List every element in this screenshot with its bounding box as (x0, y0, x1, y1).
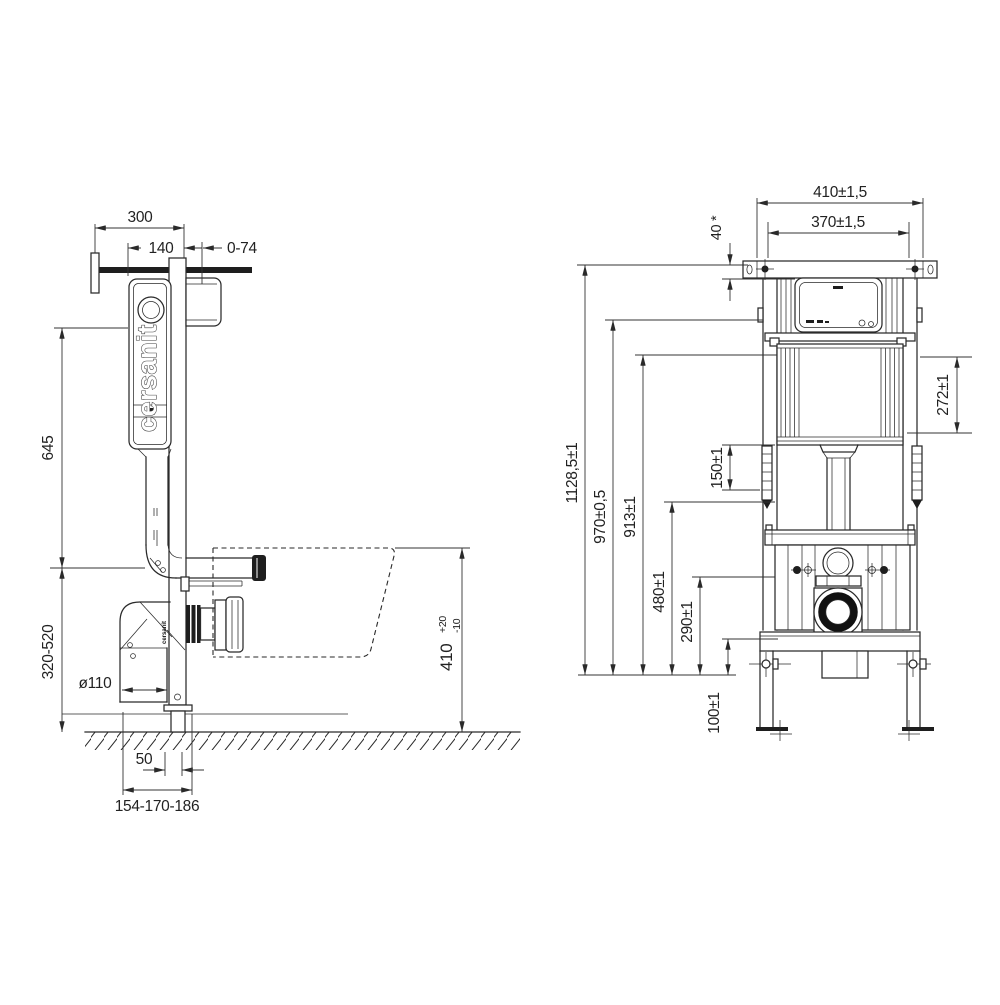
svg-text:-10: -10 (451, 618, 463, 633)
side-view: cersanit (40, 209, 521, 815)
leg-bolt-left (749, 652, 791, 677)
svg-text:913±1: 913±1 (622, 496, 639, 538)
dim-645: 645 (40, 327, 145, 569)
svg-text:970±0,5: 970±0,5 (592, 490, 609, 544)
bowl-mounting-studs (791, 563, 890, 577)
bracket-hole-left (746, 264, 753, 275)
dim-1128: 1128,5±1 (564, 264, 743, 676)
dim-0-74: 0-74 (203, 240, 258, 257)
dim-480: 480±1 (651, 501, 775, 675)
svg-text:40 *: 40 * (709, 215, 725, 240)
dim-410-width: 410±1,5 (756, 184, 924, 258)
mid-crossbar (764, 524, 916, 546)
dim-320-520: 320-520 (40, 568, 65, 732)
cistern-front (769, 337, 907, 446)
flush-valve-pipe (819, 444, 859, 531)
dim-300: 300 (94, 209, 185, 258)
drain-connector (186, 596, 244, 653)
toilet-bowl-outline (212, 547, 395, 658)
front-view: 410±1,5 370±1,5 40 * 1128,5±1 970±0,5 (564, 184, 972, 741)
drain-outlet (813, 587, 863, 637)
svg-text:480±1: 480±1 (651, 571, 668, 613)
floor-hatch (62, 713, 521, 750)
cistern-side: cersanit (128, 278, 172, 450)
svg-text:+20: +20 (437, 616, 449, 633)
svg-text:645: 645 (40, 436, 57, 461)
dim-913: 913±1 (622, 354, 777, 675)
flush-pipe-outlet (822, 547, 854, 579)
frame-legs (749, 650, 934, 741)
foot-right (898, 720, 934, 741)
access-panel (764, 277, 916, 342)
svg-text:154-170-186: 154-170-186 (115, 798, 200, 815)
flush-pipe (137, 448, 266, 581)
elbow-marking: cersanit (162, 621, 168, 644)
svg-text:150±1: 150±1 (709, 447, 726, 489)
dim-410-bowl: 410 +20 -10 (395, 547, 470, 732)
dim-50: 50 (136, 751, 204, 776)
dim-154-170-186: 154-170-186 (115, 712, 200, 815)
svg-text:100±1: 100±1 (706, 692, 723, 734)
svg-text:290±1: 290±1 (679, 601, 696, 643)
dim-drain-diameter: ø110 (79, 675, 167, 693)
frame-column-side (163, 257, 193, 733)
svg-text:410: 410 (437, 644, 456, 671)
top-crossbar (742, 259, 938, 280)
svg-text:50: 50 (136, 751, 153, 768)
dim-140: 140 (127, 240, 203, 284)
svg-text:300: 300 (128, 209, 154, 226)
svg-text:410±1,5: 410±1,5 (813, 184, 867, 201)
foot-left (756, 720, 792, 741)
brand-logo: cersanit (132, 324, 162, 432)
svg-text:140: 140 (149, 240, 175, 257)
lower-panel (774, 544, 911, 637)
svg-text:1128,5±1: 1128,5±1 (564, 443, 581, 504)
leg-bolt-right (897, 652, 931, 677)
svg-text:ø110: ø110 (79, 675, 113, 692)
bottom-crossbar (759, 631, 921, 679)
drain-box (821, 650, 869, 679)
svg-text:272±1: 272±1 (935, 374, 952, 416)
threaded-rods (761, 445, 923, 509)
dim-970: 970±0,5 (592, 319, 763, 675)
dim-370-width: 370±1,5 (767, 214, 910, 258)
svg-text:0-74: 0-74 (227, 240, 258, 257)
flush-plate-housing (185, 277, 222, 327)
svg-text:320-520: 320-520 (40, 624, 57, 679)
dim-100: 100±1 (706, 638, 778, 734)
bracket-hole-right (927, 264, 934, 275)
panel-lower-bar (764, 332, 916, 342)
drain-elbow: cersanit (119, 601, 186, 703)
dim-150: 150±1 (709, 444, 775, 491)
mounting-stud-side (180, 576, 243, 592)
dim-272: 272±1 (907, 356, 972, 434)
dim-290: 290±1 (679, 576, 775, 675)
svg-text:370±1,5: 370±1,5 (811, 214, 865, 231)
